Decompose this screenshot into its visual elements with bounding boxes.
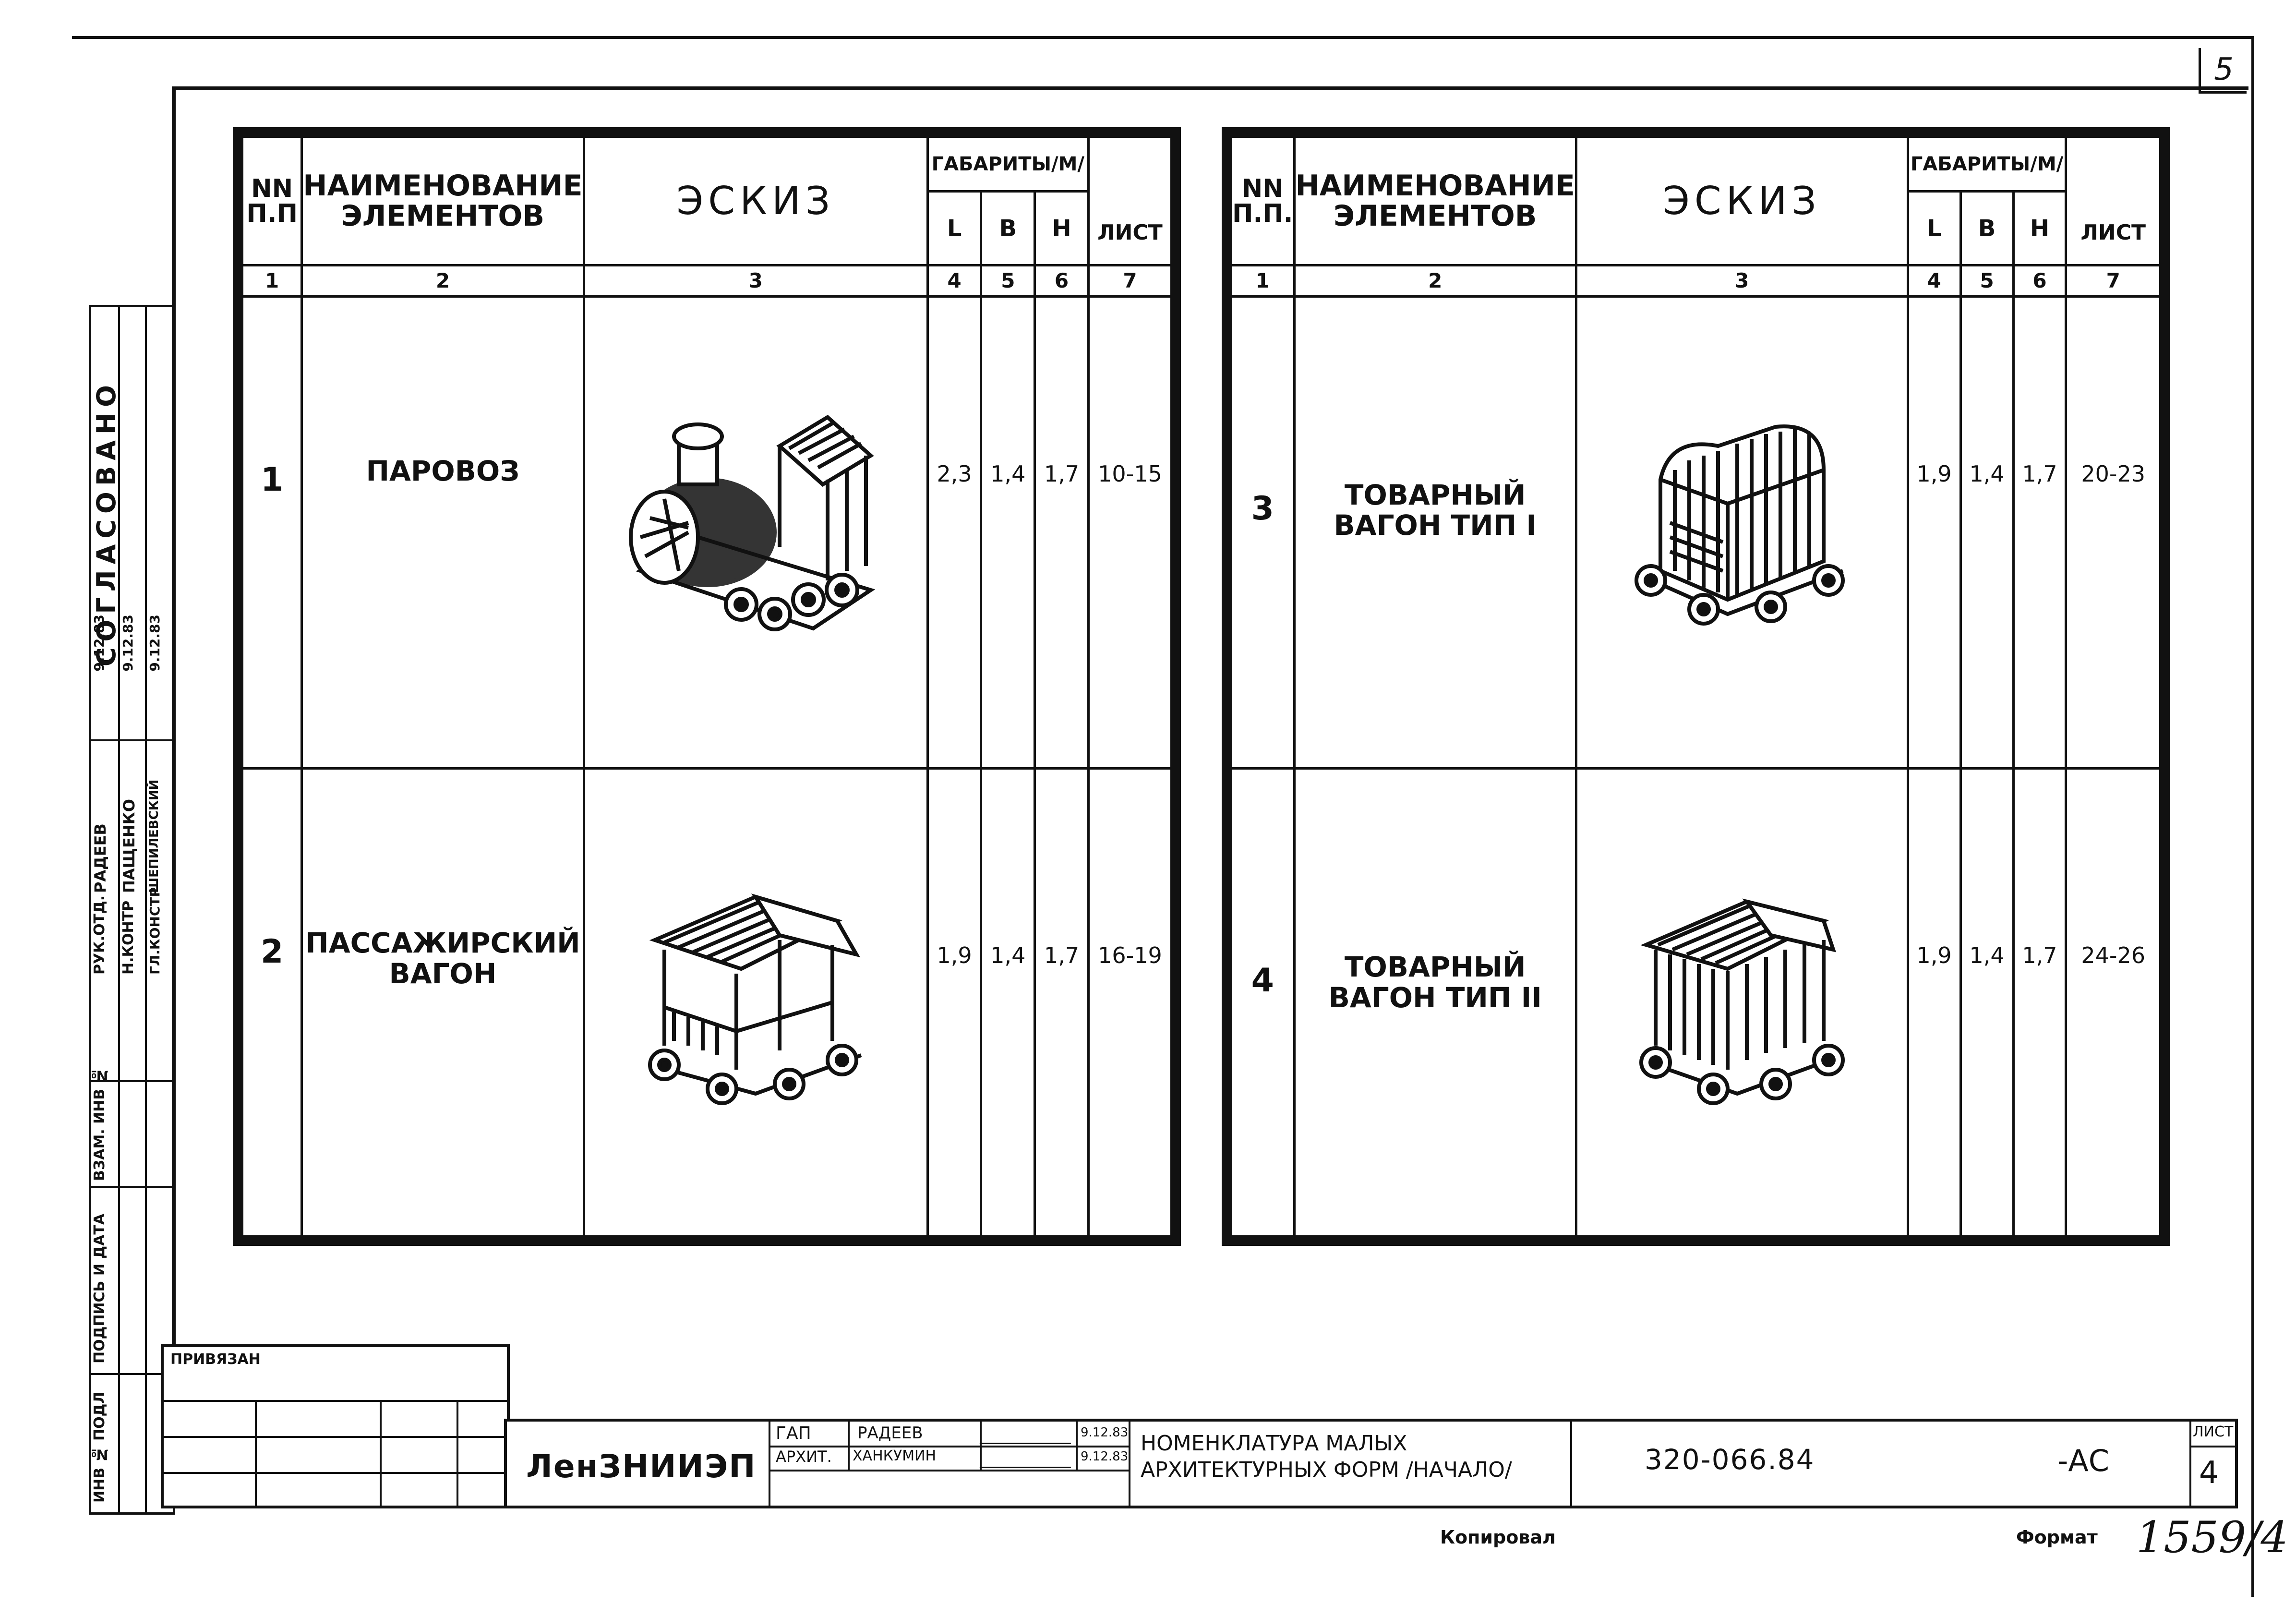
title-block: ЛенЗНИИЭП ГАП АРХИТ. РАДЕЕВ ХАНКУМИН 9.1… (504, 1419, 2238, 1508)
row-name: ПАССАЖИРСКИЙ ВАГОН (301, 767, 585, 1242)
handwritten-number: 1559/4 (2136, 1512, 2288, 1563)
row-number: 4 (1226, 767, 1296, 1242)
row-name: ТОВАРНЫЙ ВАГОН ТИП I (1293, 295, 1577, 770)
organization-name: ЛенЗНИИЭП (526, 1448, 757, 1485)
row-sheet: 16-19 (1087, 767, 1177, 1242)
row-number: 1 (237, 295, 303, 770)
row-width: 1,4 (1959, 767, 2015, 1242)
col-number: 6 (1034, 264, 1090, 298)
signature-mark (979, 1424, 1076, 1444)
row-width: 1,4 (1959, 295, 2015, 770)
col-number: 4 (1906, 264, 1962, 298)
nomenclature-table-left: NN П.П НАИМЕНОВАНИЕ ЭЛЕМЕНТОВ ЭСКИЗ ГАБА… (233, 127, 1181, 1246)
row-height: 1,7 (2012, 767, 2068, 1242)
steam-locomotive-icon (582, 295, 929, 770)
header-sketch: ЭСКИЗ (1575, 131, 1909, 267)
header-height: Н (2012, 190, 2068, 267)
format-label: Формат (2016, 1527, 2098, 1548)
freight-wagon-type-1-icon (1575, 295, 1909, 770)
document-mark: -АС (2057, 1443, 2110, 1478)
col-number: 1 (1226, 264, 1296, 298)
stamp-name: РАДЕЕВ (91, 823, 109, 893)
person-name: РАДЕЕВ (857, 1423, 923, 1443)
side-approval-stamp: СОГЛАСОВАНО РУК.ОТД. Н.КОНТР ГЛ.КОНСТР Р… (89, 305, 175, 1515)
header-sheet: ЛИСТ (2065, 131, 2166, 267)
person-name: ХАНКУМИН (853, 1447, 937, 1464)
col-number: 5 (980, 264, 1036, 298)
row-sheet: 10-15 (1087, 295, 1177, 770)
project-code: 320-066.84 (1645, 1443, 1815, 1476)
header-dimensions: ГАБАРИТЫ/М/ (1906, 131, 2068, 192)
sign-date: 9.12.83 (1081, 1425, 1129, 1440)
row-width: 1,4 (980, 295, 1036, 770)
col-number: 4 (926, 264, 983, 298)
row-length: 1,9 (1906, 295, 1962, 770)
header-number: NN П.П. (1226, 131, 1296, 267)
header-number: NN П.П (237, 131, 303, 267)
stamp-date: 9.12.83 (120, 615, 136, 672)
row-width: 1,4 (980, 767, 1036, 1242)
role-label: ГАП (776, 1423, 811, 1443)
col-number: 3 (582, 264, 929, 298)
stamp-date: 9.12.83 (91, 615, 107, 672)
col-number: 6 (2012, 264, 2068, 298)
col-number: 2 (301, 264, 585, 298)
freight-wagon-type-2-icon (1575, 767, 1909, 1242)
stamp-field: ПОДПИСЬ И ДАТА (91, 1213, 108, 1363)
header-height: Н (1034, 190, 1090, 267)
stamp-role: ГЛ.КОНСТР (147, 887, 163, 975)
col-number: 5 (1959, 264, 2015, 298)
row-height: 1,7 (2012, 295, 2068, 770)
table-row: 1 ПАРОВОЗ 2,3 1,4 1,7 10-15 (237, 295, 1177, 770)
row-length: 1,9 (926, 767, 983, 1242)
row-name: ТОВАРНЫЙ ВАГОН ТИП II (1293, 767, 1577, 1242)
bound-label: ПРИВЯЗАН (170, 1351, 261, 1368)
bound-block: ПРИВЯЗАН (161, 1344, 510, 1508)
stamp-role: РУК.ОТД. (91, 895, 108, 975)
col-number: 2 (1293, 264, 1577, 298)
row-height: 1,7 (1034, 295, 1090, 770)
passenger-wagon-icon (582, 767, 929, 1242)
col-number: 7 (1087, 264, 1177, 298)
signature-mark (979, 1448, 1076, 1468)
col-number: 1 (237, 264, 303, 298)
stamp-field: ВЗАМ. ИНВ № (91, 1067, 108, 1181)
stamp-date: 9.12.83 (147, 615, 163, 672)
header-name: НАИМЕНОВАНИЕ ЭЛЕМЕНТОВ (301, 131, 585, 267)
nomenclature-table-right: NN П.П. НАИМЕНОВАНИЕ ЭЛЕМЕНТОВ ЭСКИЗ ГАБ… (1222, 127, 2170, 1246)
header-length: L (1906, 190, 1962, 267)
col-number: 7 (2065, 264, 2166, 298)
header-dimensions: ГАБАРИТЫ/М/ (926, 131, 1090, 192)
header-length: L (926, 190, 983, 267)
stamp-name: ШЕПИЛЕВСКИЙ (147, 779, 161, 893)
document-title: НОМЕНКЛАТУРА МАЛЫХ АРХИТЕКТУРНЫХ ФОРМ /Н… (1141, 1431, 1512, 1482)
row-sheet: 20-23 (2065, 295, 2166, 770)
drawing-outer-frame (72, 36, 2254, 1597)
sign-date: 9.12.83 (1081, 1449, 1129, 1464)
row-number: 2 (237, 767, 303, 1242)
table-row: 4 ТОВАРНЫЙ ВАГОН ТИП II 1,9 1,4 1,7 24-2… (1226, 767, 2166, 1242)
stamp-field: ИНВ № ПОДЛ (91, 1391, 108, 1503)
corner-sheet-number: 5 (2199, 48, 2247, 94)
table-row: 3 ТОВАРНЫЙ ВАГОН ТИП I 1,9 1,4 1,7 20-23 (1226, 295, 2166, 770)
role-label: АРХИТ. (776, 1447, 832, 1466)
row-number: 3 (1226, 295, 1296, 770)
row-length: 1,9 (1906, 767, 1962, 1242)
col-number: 3 (1575, 264, 1909, 298)
row-sheet: 24-26 (2065, 767, 2166, 1242)
table-row: 2 ПАССАЖИРСКИЙ ВАГОН 1,9 1,4 1,7 16-19 (237, 767, 1177, 1242)
header-sketch: ЭСКИЗ (582, 131, 929, 267)
row-name: ПАРОВОЗ (301, 295, 585, 770)
sheet-number: 4 (2199, 1455, 2219, 1491)
header-name: НАИМЕНОВАНИЕ ЭЛЕМЕНТОВ (1293, 131, 1577, 267)
header-width: В (980, 190, 1036, 267)
row-height: 1,7 (1034, 767, 1090, 1242)
header-width: В (1959, 190, 2015, 267)
stamp-name: ПАЩЕНКО (120, 799, 138, 893)
header-sheet: ЛИСТ (1087, 131, 1177, 267)
row-length: 2,3 (926, 295, 983, 770)
copied-label: Копировал (1440, 1527, 1556, 1548)
sheet-label: ЛИСТ (2193, 1423, 2234, 1440)
stamp-role: Н.КОНТР (120, 900, 137, 975)
